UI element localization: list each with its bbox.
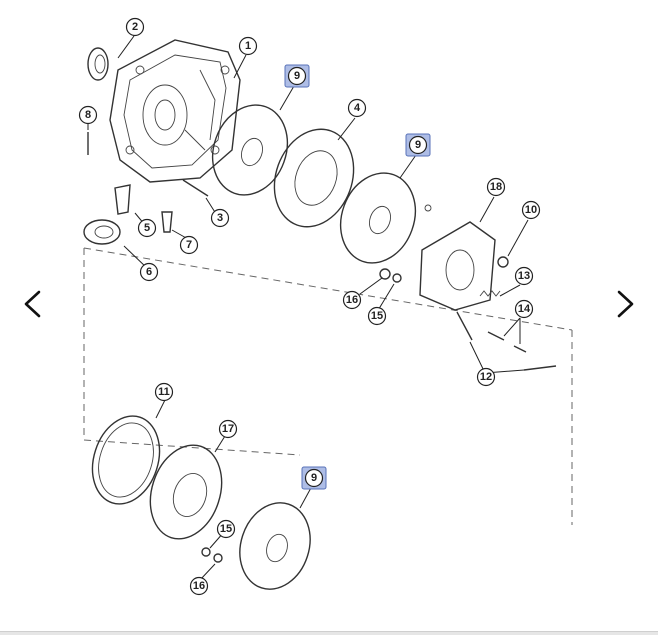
- callout-c10: 10: [521, 200, 541, 220]
- callout-circle: [514, 299, 534, 319]
- callout-circle: [304, 468, 324, 488]
- callout-c17: 17: [218, 419, 238, 439]
- friction-disc-part: [239, 502, 311, 590]
- clutch-plate-part: [149, 444, 223, 540]
- callout-circle: [408, 135, 428, 155]
- callout-circle: [218, 419, 238, 439]
- callout-c16a: 16: [342, 290, 362, 310]
- callout-number: 16: [193, 580, 205, 592]
- callout-number: 9: [415, 139, 421, 151]
- callout-number: 15: [220, 523, 232, 535]
- callout-c16b: 16: [189, 576, 209, 596]
- callout-c6: 6: [139, 262, 159, 282]
- callout-number: 4: [354, 102, 361, 114]
- next-image-button[interactable]: [606, 284, 646, 324]
- callout-number: 6: [146, 266, 152, 278]
- pressure-plate-part: [273, 128, 355, 228]
- callout-c1: 1: [238, 36, 258, 56]
- actuator-plate-part: [419, 204, 496, 311]
- chevron-right-icon: [617, 290, 634, 318]
- previous-image-button[interactable]: [12, 284, 52, 324]
- housing-part: [109, 39, 241, 183]
- ball-part: [497, 256, 509, 268]
- callout-c4: 4: [347, 98, 367, 118]
- callout-c2: 2: [125, 17, 145, 37]
- callout-number: 13: [518, 270, 530, 282]
- callout-circle: [216, 519, 236, 539]
- callout-circle: [287, 66, 307, 86]
- bolt-part: [487, 331, 527, 353]
- callout-c15b: 15: [216, 519, 236, 539]
- callout-c9a: 9: [284, 64, 310, 88]
- callout-circle: [189, 576, 209, 596]
- callout-circle: [514, 266, 534, 286]
- callout-number: 18: [490, 181, 502, 193]
- link-part: [456, 311, 557, 371]
- callout-number: 14: [518, 303, 531, 315]
- chevron-left-icon: [24, 290, 41, 318]
- callout-c7: 7: [179, 235, 199, 255]
- callout-c9b: 9: [405, 133, 431, 157]
- callout-c11: 11: [154, 382, 174, 402]
- washer-part: [379, 268, 391, 280]
- callout-number: 12: [480, 371, 492, 383]
- callout-c14: 14: [514, 299, 534, 319]
- callout-c3: 3: [210, 208, 230, 228]
- washer-part: [392, 273, 402, 283]
- callout-number: 17: [222, 423, 234, 435]
- callout-c15a: 15: [367, 306, 387, 326]
- callout-number: 16: [346, 294, 358, 306]
- callout-circle: [78, 105, 98, 125]
- callout-c8: 8: [78, 105, 98, 125]
- callout-circle: [347, 98, 367, 118]
- callout-circle: [476, 367, 496, 387]
- callout-number: 11: [158, 386, 170, 398]
- bearing-part: [83, 219, 121, 245]
- seal-part: [87, 47, 109, 81]
- spring-part: [479, 290, 501, 297]
- callout-number: 15: [371, 310, 383, 322]
- callout-number: 2: [132, 21, 138, 33]
- callout-number: 3: [217, 212, 223, 224]
- callout-circle: [179, 235, 199, 255]
- callout-circle: [342, 290, 362, 310]
- callout-c5: 5: [137, 218, 157, 238]
- callout-number: 9: [294, 70, 300, 82]
- leader-lines: [87, 35, 529, 581]
- seal-ring-part: [91, 415, 161, 505]
- callout-circle: [521, 200, 541, 220]
- subassembly-outline: [83, 247, 573, 525]
- callout-number: 8: [85, 109, 91, 121]
- washer-part: [213, 553, 223, 563]
- callout-c18: 18: [486, 177, 506, 197]
- callout-c9c: 9: [301, 466, 327, 490]
- friction-disc-part: [339, 172, 417, 264]
- callout-c13: 13: [514, 266, 534, 286]
- callout-circle: [238, 36, 258, 56]
- callout-circle: [210, 208, 230, 228]
- callout-circle: [137, 218, 157, 238]
- rod-part: [182, 179, 209, 197]
- callout-number: 5: [144, 222, 150, 234]
- callout-number: 7: [186, 239, 192, 251]
- fork-part: [114, 184, 131, 215]
- screw-part: [161, 211, 173, 233]
- callout-circle: [367, 306, 387, 326]
- bottom-scrollbar[interactable]: [0, 631, 658, 635]
- callout-c12: 12: [476, 367, 496, 387]
- callout-circle: [486, 177, 506, 197]
- callout-number: 1: [245, 40, 251, 52]
- callout-circle: [154, 382, 174, 402]
- friction-disc-part: [211, 104, 289, 196]
- callout-circle: [125, 17, 145, 37]
- washer-part: [201, 547, 211, 557]
- callout-number: 10: [525, 204, 537, 216]
- callout-number: 9: [311, 472, 317, 484]
- callout-circle: [139, 262, 159, 282]
